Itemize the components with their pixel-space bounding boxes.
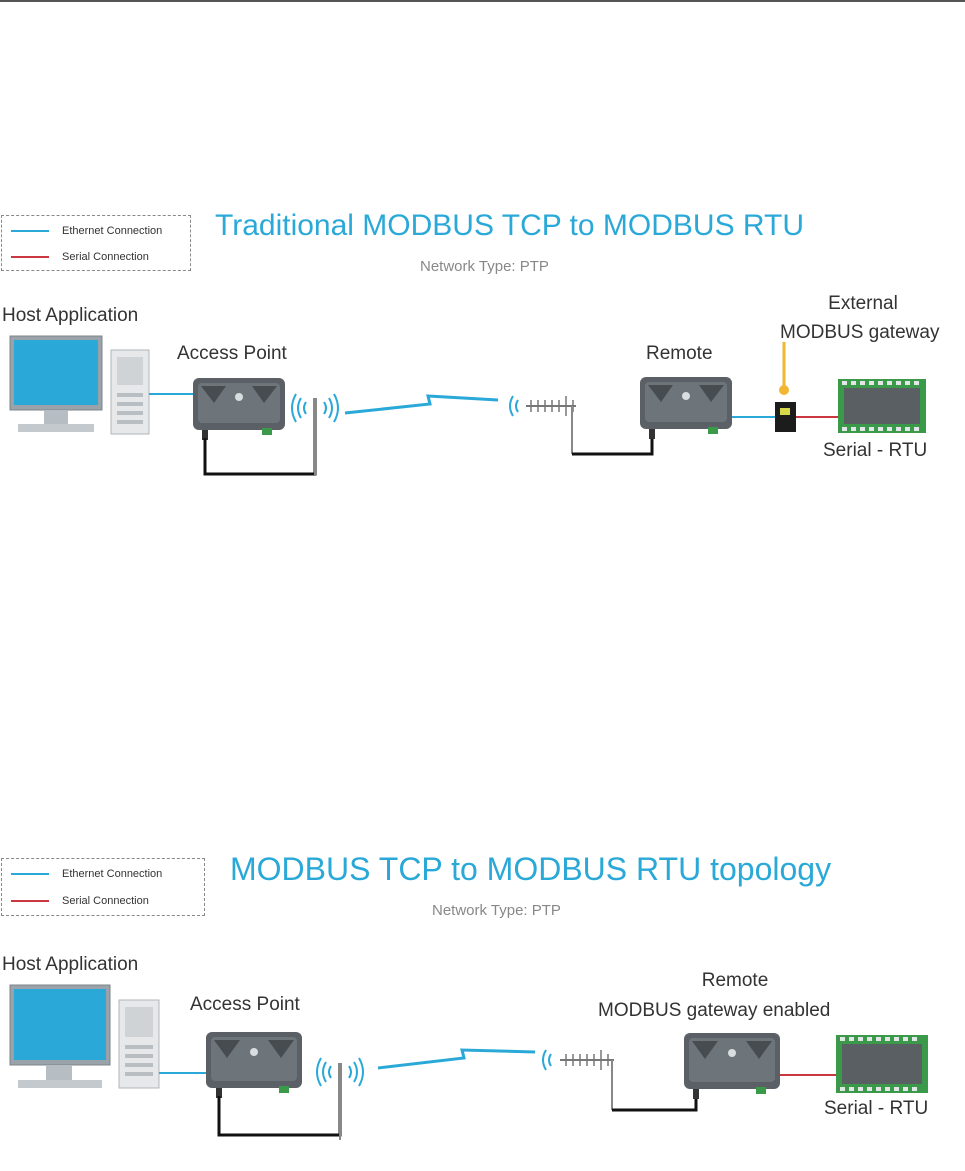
legend-serial-label: Serial Connection: [62, 895, 149, 907]
serial-swatch: [11, 256, 49, 258]
diagram-title: MODBUS TCP to MODBUS RTU topology: [230, 851, 832, 887]
radio-icon: [684, 1033, 780, 1099]
ethernet-swatch: [11, 230, 49, 232]
radio-icon: [206, 1032, 302, 1098]
legend: Ethernet Connection Serial Connection: [1, 215, 191, 271]
gateway-label-line1: External: [828, 293, 898, 314]
top-rule: [0, 0, 965, 2]
diagram-title: Traditional MODBUS TCP to MODBUS RTU: [215, 209, 805, 242]
computer-icon: [9, 984, 160, 1089]
serial-swatch: [11, 900, 49, 902]
computer-icon: [9, 335, 150, 435]
diagram-art: [9, 335, 926, 476]
diagram-subtitle: Network Type: PTP: [420, 258, 549, 275]
rtu-label: Serial - RTU: [824, 1098, 929, 1119]
antenna-icon: [291, 393, 339, 476]
yagi-antenna-icon: [542, 1049, 614, 1110]
ethernet-swatch: [11, 873, 49, 875]
radio-icon: [640, 377, 732, 439]
diagram-subtitle: Network Type: PTP: [432, 902, 561, 919]
radio-icon: [193, 378, 285, 440]
wireless-link-icon: [344, 394, 499, 415]
remote-antenna-cable: [612, 1094, 698, 1112]
remote-label-line1: Remote: [701, 970, 769, 991]
legend-ethernet-label: Ethernet Connection: [62, 868, 163, 880]
access-point-label: Access Point: [190, 994, 300, 1015]
legend-ethernet-label: Ethernet Connection: [62, 225, 163, 237]
rtu-label: Serial - RTU: [823, 440, 928, 461]
diagram-traditional: Ethernet Connection Serial Connection Tr…: [0, 0, 965, 520]
rtu-module-icon: [836, 1035, 928, 1093]
gateway-label-line2: MODBUS gateway: [780, 322, 940, 343]
yagi-antenna-icon: [509, 395, 576, 454]
host-application-label: Host Application: [2, 954, 139, 975]
host-application-label: Host Application: [2, 305, 139, 326]
legend: Ethernet Connection Serial Connection: [1, 858, 205, 916]
access-point-label: Access Point: [177, 343, 287, 364]
gateway-icon: [775, 342, 796, 432]
legend-serial-label: Serial Connection: [62, 251, 149, 263]
remote-antenna-cable: [572, 438, 654, 456]
remote-label: Remote: [646, 343, 713, 364]
rtu-module-icon: [838, 379, 926, 433]
remote-label-line2: MODBUS gateway enabled: [598, 1000, 831, 1021]
wireless-link-icon: [377, 1048, 536, 1070]
antenna-icon: [316, 1057, 364, 1140]
